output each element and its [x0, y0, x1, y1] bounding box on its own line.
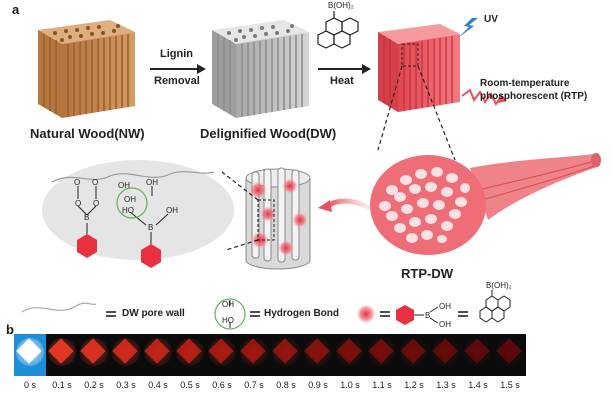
panel-label-b: b	[6, 322, 14, 337]
decay-frame	[398, 334, 430, 376]
decay-frame	[174, 334, 206, 376]
legend-oh-b: OH	[439, 320, 451, 329]
decay-time-label: 0.6 s	[212, 380, 232, 390]
natural-wood-caption: Natural Wood(NW)	[30, 126, 145, 141]
legend-hbond-swatch	[214, 298, 246, 330]
zoom-arrow	[318, 198, 372, 212]
decay-frame	[46, 334, 78, 376]
boronic-acid-label: B(OH)₂	[328, 1, 354, 10]
decay-glow	[304, 338, 332, 366]
legend-equals-marks	[106, 311, 468, 317]
rtp-label-line1: Room-temperature	[480, 78, 570, 89]
decay-time-label: 1.5 s	[500, 380, 520, 390]
heat-label: Heat	[330, 75, 354, 87]
phosphorescence-decay-filmstrip	[14, 334, 526, 376]
decay-time-label: 0.4 s	[148, 380, 168, 390]
decay-frame	[110, 334, 142, 376]
decay-time-label: 0.9 s	[308, 380, 328, 390]
decay-time-label: 1.3 s	[436, 380, 456, 390]
decay-glow	[496, 338, 524, 366]
decay-frame	[462, 334, 494, 376]
panel-label-a: a	[12, 2, 20, 17]
legend-b: B	[425, 311, 431, 320]
legend-pyrene-swatch	[479, 290, 511, 323]
chem-oh-4: OH	[166, 206, 178, 215]
decay-time-label: 0.1 s	[52, 380, 72, 390]
chem-o-2: O	[92, 178, 99, 187]
rtp-wood-block	[378, 24, 460, 112]
decay-glow	[368, 338, 396, 366]
decay-frame	[78, 334, 110, 376]
chem-b-1: B	[84, 213, 90, 222]
decay-glow	[464, 338, 492, 366]
molecular-zoom-lines	[221, 171, 259, 251]
chem-o-1: O	[74, 178, 81, 187]
decay-frame	[238, 334, 270, 376]
decay-time-label: 0.3 s	[116, 380, 136, 390]
decay-time-label: 0.7 s	[244, 380, 264, 390]
lignin-removal-arrow	[150, 64, 206, 74]
natural-wood-block	[38, 20, 135, 118]
decay-glow	[400, 338, 428, 366]
lignin-label: Lignin	[160, 48, 193, 60]
decay-time-label: 0.8 s	[276, 380, 296, 390]
decay-time-label: 1.2 s	[404, 380, 424, 390]
chem-oh-2: OH	[146, 178, 158, 187]
uv-label: UV	[484, 14, 498, 25]
decay-frame	[142, 334, 174, 376]
legend-pore-wall-swatch	[21, 302, 97, 313]
fiber-bundle	[245, 167, 311, 270]
zoom-lines	[377, 65, 456, 161]
rtp-dw-caption: RTP-DW	[401, 266, 453, 281]
chem-oh-3: OH	[124, 195, 136, 204]
decay-time-label: 0.5 s	[180, 380, 200, 390]
decay-frame	[302, 334, 334, 376]
rtp-label-line2: phosphorescent (RTP)	[480, 91, 588, 102]
legend-hbond-label: Hydrogen Bond	[264, 308, 339, 319]
rtp-dw-porous-structure	[370, 153, 601, 255]
chem-ho-1: HO	[122, 206, 134, 215]
legend-ho: HO	[222, 316, 234, 325]
heat-arrow	[318, 64, 371, 74]
uv-light-icon	[458, 18, 478, 38]
decay-frame	[430, 334, 462, 376]
decay-frame	[366, 334, 398, 376]
removal-label: Removal	[154, 75, 200, 87]
chem-oh-1: OH	[118, 181, 130, 190]
decay-frame	[14, 334, 46, 376]
pyrene-boronic-acid-icon	[317, 11, 359, 49]
delignified-wood-block	[212, 20, 309, 118]
decay-frame	[206, 334, 238, 376]
legend-glow-swatch	[356, 304, 376, 324]
decay-time-label: 0.2 s	[84, 380, 104, 390]
decay-frame	[334, 334, 366, 376]
legend-oh-a: OH	[439, 302, 451, 311]
molecular-view	[42, 160, 234, 268]
decay-time-label: 0 s	[23, 380, 36, 390]
decay-frame	[270, 334, 302, 376]
rtp-emission-icon	[461, 88, 507, 106]
decay-time-label: 1.0 s	[340, 380, 360, 390]
delignified-wood-caption: Delignified Wood(DW)	[200, 126, 337, 141]
legend-boh2: B(OH)₂	[486, 281, 512, 290]
decay-time-label: 1.1 s	[372, 380, 392, 390]
chem-b-2: B	[148, 223, 154, 232]
legend-hexagon-swatch	[396, 305, 439, 325]
decay-time-label: 1.4 s	[468, 380, 488, 390]
decay-frame	[494, 334, 526, 376]
legend-oh: OH	[222, 300, 234, 309]
legend-pore-wall-label: DW pore wall	[122, 308, 185, 319]
decay-glow	[432, 338, 460, 366]
chem-o-3: O	[75, 199, 82, 208]
chem-o-4: O	[93, 199, 100, 208]
decay-glow	[336, 338, 364, 366]
